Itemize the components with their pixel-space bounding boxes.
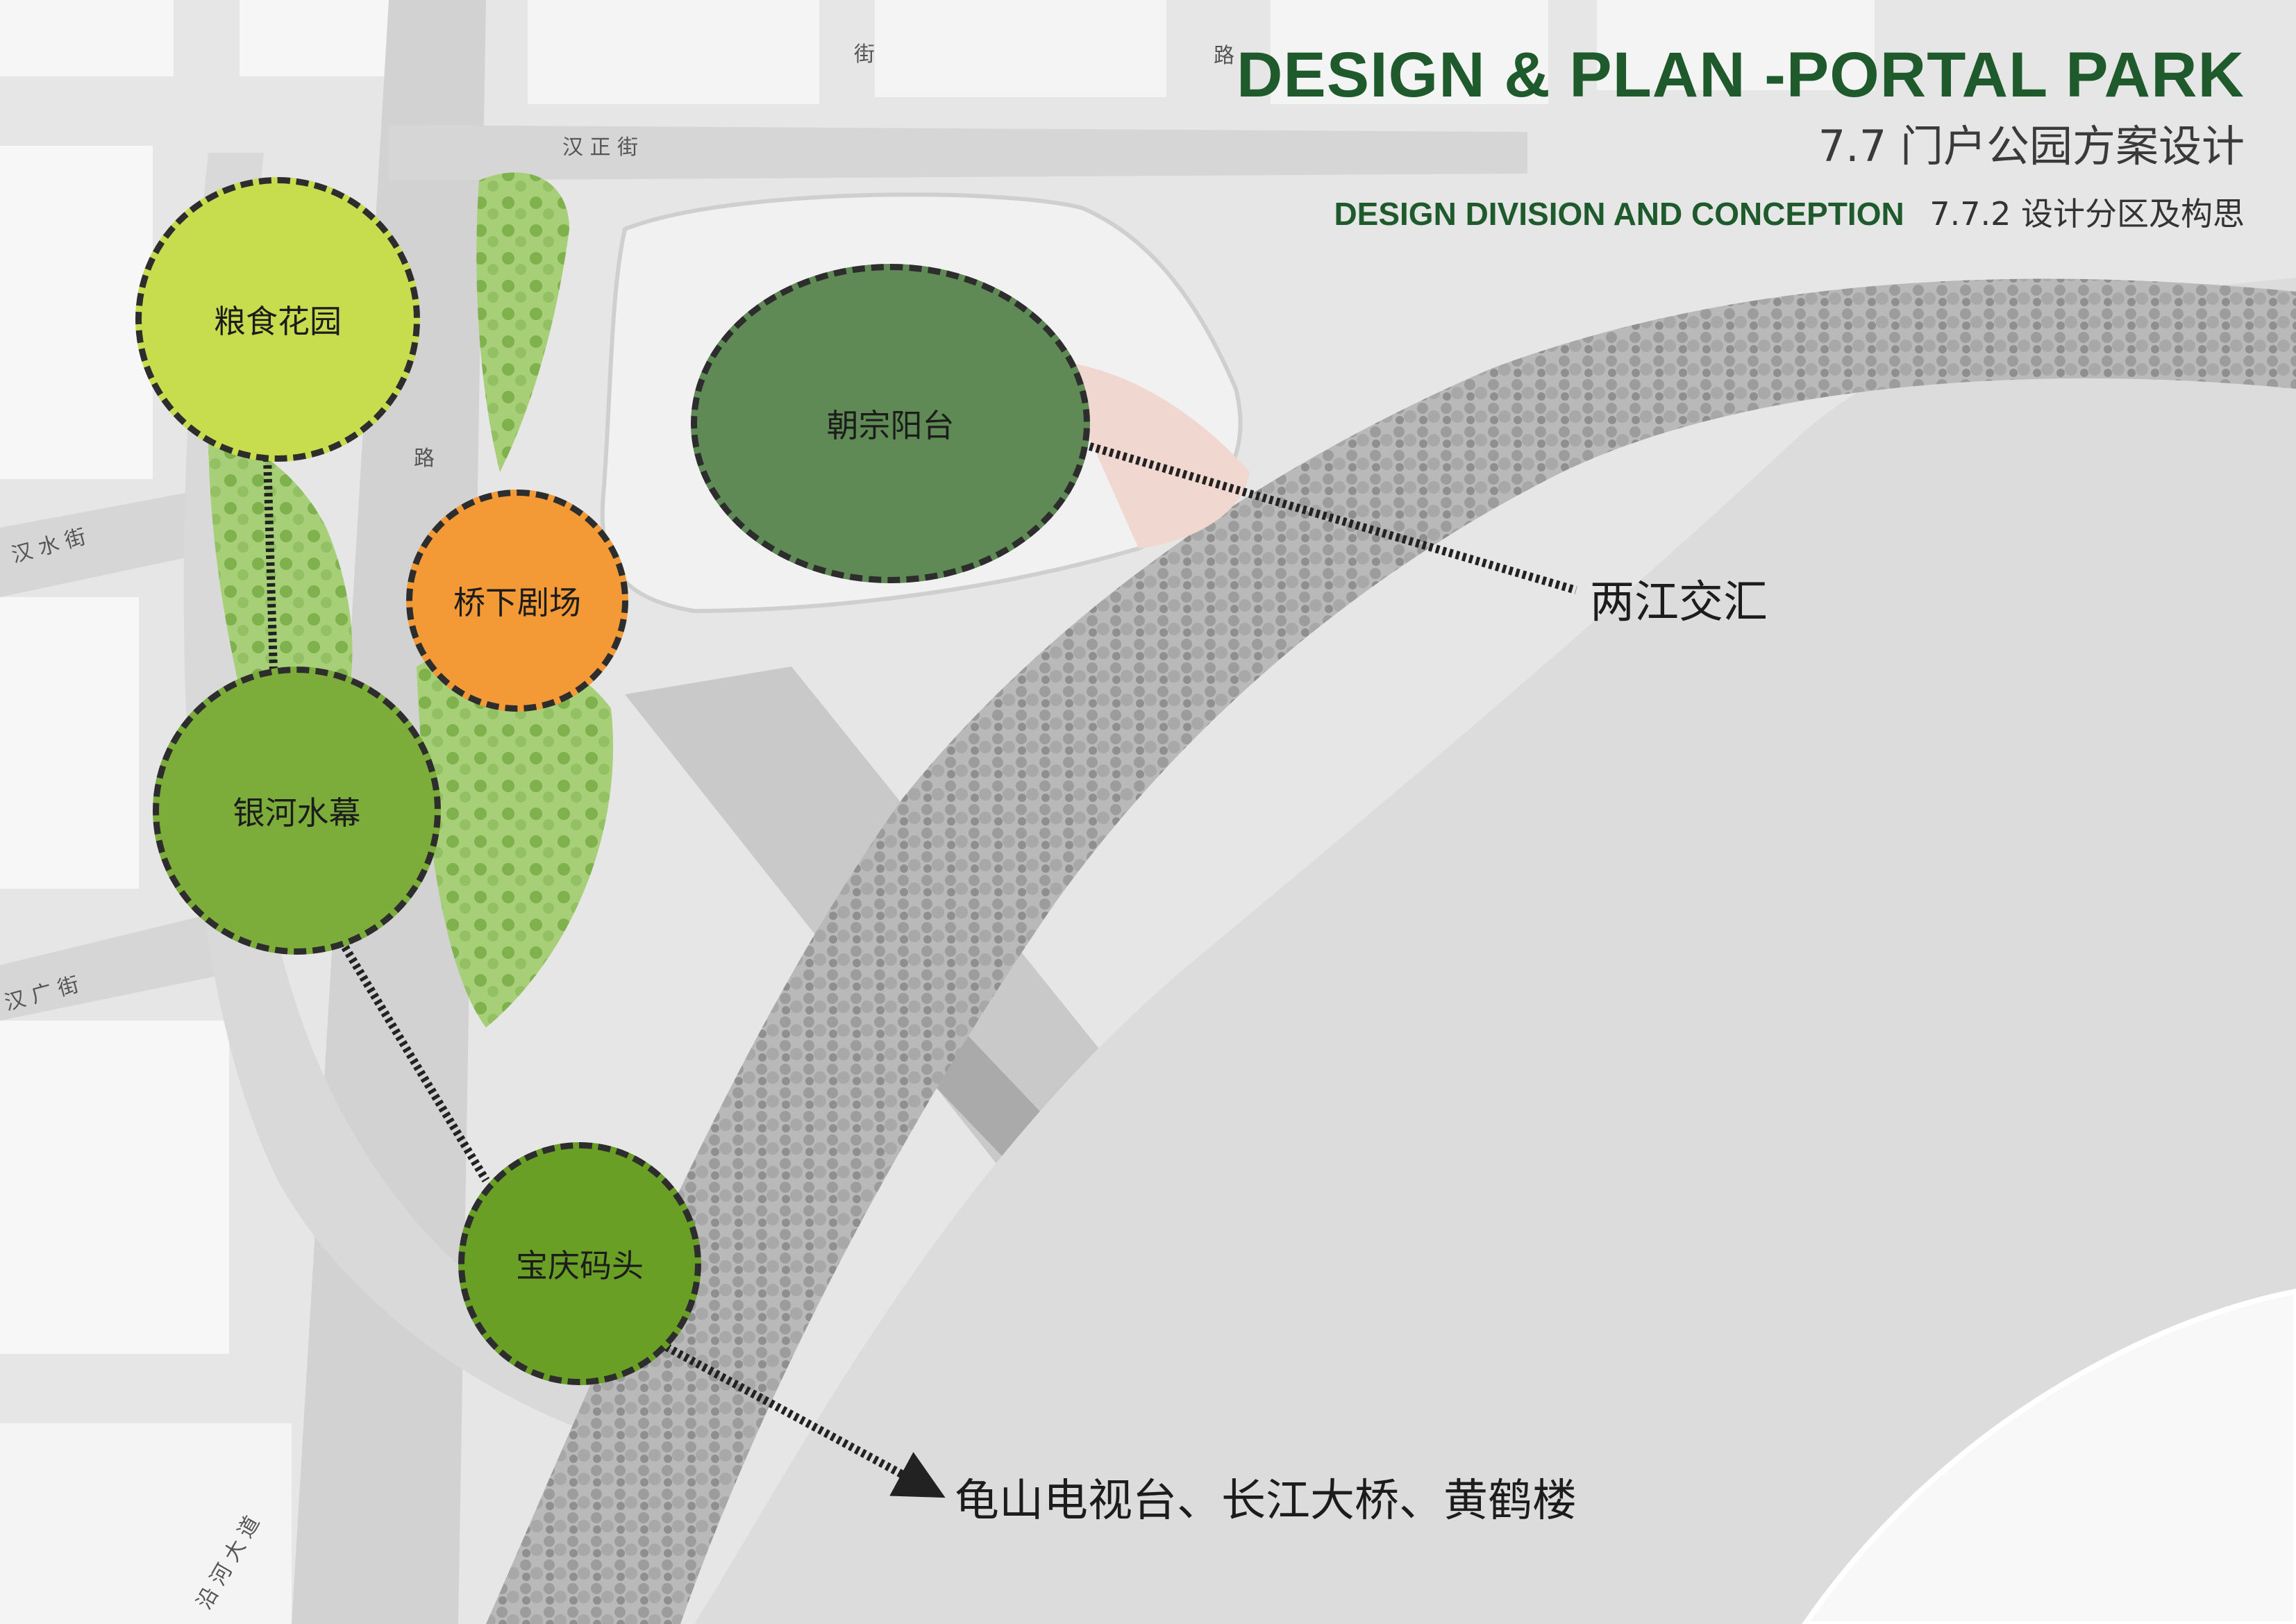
street-label-jie: 街 [854, 42, 875, 67]
street-label-lu: 路 [1214, 44, 1234, 68]
building-block [1271, 0, 1548, 104]
zone-galaxy-water-curtain[interactable]: 银河水幕 [153, 667, 441, 955]
section-heading: DESIGN DIVISION AND CONCEPTION 7.7.2 设计分… [1334, 189, 2245, 235]
building-block [0, 597, 139, 889]
building-block [528, 0, 819, 104]
river-far-bank [1802, 1288, 2296, 1624]
building-block [0, 146, 153, 479]
callout-landmarks: 龟山电视台、长江大桥、黄鹤楼 [955, 1475, 1577, 1527]
riverbank-trees [486, 278, 2296, 1624]
zone-grain-garden[interactable]: 粮食花园 [135, 177, 420, 462]
peninsula-edge [1055, 361, 1250, 549]
zone-baoqing-wharf[interactable]: 宝庆码头 [458, 1142, 701, 1385]
river-water [694, 278, 2296, 1624]
building-block [0, 1423, 292, 1624]
park-greenery-center [417, 646, 614, 1028]
building-block [1597, 0, 1875, 90]
axis-line-landmarks [664, 1343, 946, 1498]
building-block [240, 0, 396, 76]
road-hanshui [0, 486, 229, 597]
building-block [875, 0, 1166, 97]
building-block [0, 1021, 229, 1354]
street-label-lu-left: 路 [414, 446, 435, 471]
page-subtitle: 7.7 门户公园方案设计 [1818, 121, 2245, 171]
zone-grain-garden-label: 粮食花园 [214, 303, 342, 340]
park-greenery-north [476, 172, 569, 472]
zone-galaxy-water-curtain-label: 银河水幕 [233, 794, 361, 832]
road-ramp-curve [183, 153, 667, 1444]
zone-chaozong-terrace[interactable]: 朝宗阳台 [691, 264, 1090, 583]
axis-line-north-south [263, 458, 278, 695]
building-block [0, 0, 174, 76]
callout-confluence: 两江交汇 [1590, 577, 1768, 628]
page-title: DESIGN & PLAN -PORTAL PARK [1236, 40, 2245, 110]
zone-chaozong-terrace-label: 朝宗阳台 [826, 407, 955, 444]
road-hanzheng [389, 125, 1527, 181]
zone-baoqing-wharf-label: 宝庆码头 [516, 1247, 644, 1284]
street-label-hanzheng: 汉 正 街 [562, 135, 638, 160]
zone-under-bridge-theater[interactable]: 桥下剧场 [406, 489, 628, 712]
section-heading-en: DESIGN DIVISION AND CONCEPTION [1334, 196, 1904, 232]
section-heading-cn: 7.7.2 设计分区及构思 [1929, 195, 2245, 233]
axis-line-confluence [1082, 440, 1577, 594]
road-fanguang [0, 910, 236, 1021]
zone-under-bridge-theater-label: 桥下剧场 [453, 584, 581, 621]
